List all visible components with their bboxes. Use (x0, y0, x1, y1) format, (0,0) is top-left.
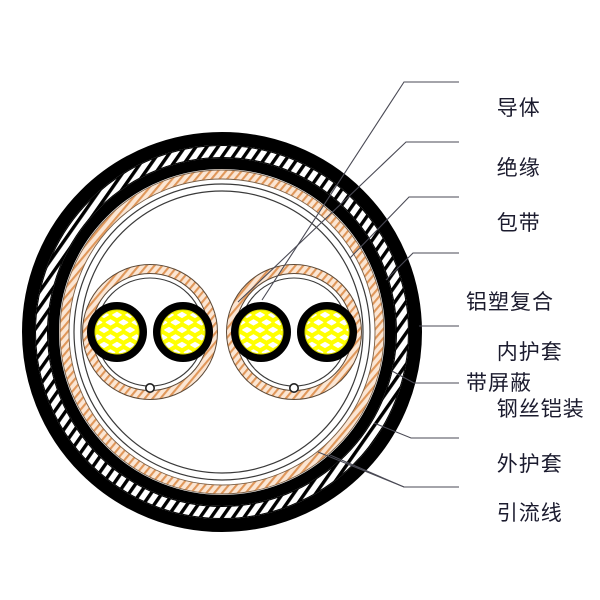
label-insulation-text: 绝缘 (496, 156, 541, 180)
leader-insulation (237, 141, 459, 303)
label-al-pet-shield-line2: 带屏蔽 (466, 371, 532, 395)
label-inner-sheath: 内护套 (466, 312, 563, 393)
conductor-r2-core-edge (304, 309, 350, 355)
conductor-r2-insulation (297, 302, 357, 362)
conductor-r1 (231, 302, 291, 362)
conductor-r1-core-edge (238, 309, 284, 355)
leader-steel-wire-armour (391, 370, 459, 384)
label-steel-wire-armour: 钢丝铠装 (466, 369, 585, 450)
leader-al-pet-shield (385, 252, 459, 281)
layer-al-pet-shield-outline-inner (68, 178, 376, 486)
conductor-l1 (87, 302, 147, 362)
conductor-r2 (297, 302, 357, 362)
conductor-l1-insulation (87, 302, 147, 362)
conductor-r1-strands (239, 310, 283, 354)
layer-steel-wire-armour (35, 145, 409, 519)
label-conductor-text: 导体 (496, 96, 541, 120)
label-outer-sheath-text: 外护套 (496, 452, 563, 476)
callout-leader-lines (237, 81, 459, 488)
layer-steel-wire-armour-outline-inner (47, 157, 397, 507)
layer-inner-sheath (48, 158, 396, 506)
layer-al-pet-shield-outline-outer (59, 169, 385, 495)
label-drain-wire: 引流线 (466, 473, 563, 554)
pair-right-shield-outline-outer (226, 264, 362, 400)
label-al-pet-shield: 铝塑复合 带屏蔽 (466, 235, 554, 451)
layer-binder-tape-outer (73, 183, 371, 481)
leader-outer-sheath (373, 422, 459, 439)
conductor-r1-insulation (231, 302, 291, 362)
drain-wire-right (288, 382, 299, 393)
label-inner-sheath-text: 内护套 (496, 340, 563, 364)
layer-binder-tape-inner (80, 190, 364, 474)
pair-left-shield-outline-outer (82, 264, 218, 400)
label-steel-wire-armour-text: 钢丝铠装 (496, 397, 585, 421)
pair-group-left (82, 264, 218, 400)
layer-steel-wire-armour-outline-outer (35, 145, 409, 519)
layer-al-pet-shield (60, 170, 384, 494)
conductor-l2-strands (161, 310, 205, 354)
conductor-l1-strands (95, 310, 139, 354)
label-insulation: 绝缘 (466, 128, 541, 209)
leader-binder-tape (349, 196, 459, 259)
label-conductor: 导体 (466, 68, 541, 149)
label-outer-sheath: 外护套 (466, 424, 563, 505)
leader-conductor (261, 81, 459, 301)
leader-drain-wire-branch (329, 454, 405, 488)
label-binder-tape: 包带 (466, 183, 541, 264)
conductor-r2-strands (305, 310, 349, 354)
conductor-l2-core-edge (160, 309, 206, 355)
pair-group-right (226, 264, 362, 400)
cable-outer-layers (22, 132, 422, 532)
label-binder-tape-text: 包带 (496, 211, 541, 235)
drain-wire-left (145, 382, 156, 393)
conductor-l1-core-edge (94, 309, 140, 355)
layer-outer-sheath (22, 132, 422, 532)
conductor-l2 (153, 302, 213, 362)
label-drain-wire-text: 引流线 (496, 501, 563, 525)
label-al-pet-shield-line1: 铝塑复合 (466, 290, 554, 314)
conductor-l2-insulation (153, 302, 213, 362)
